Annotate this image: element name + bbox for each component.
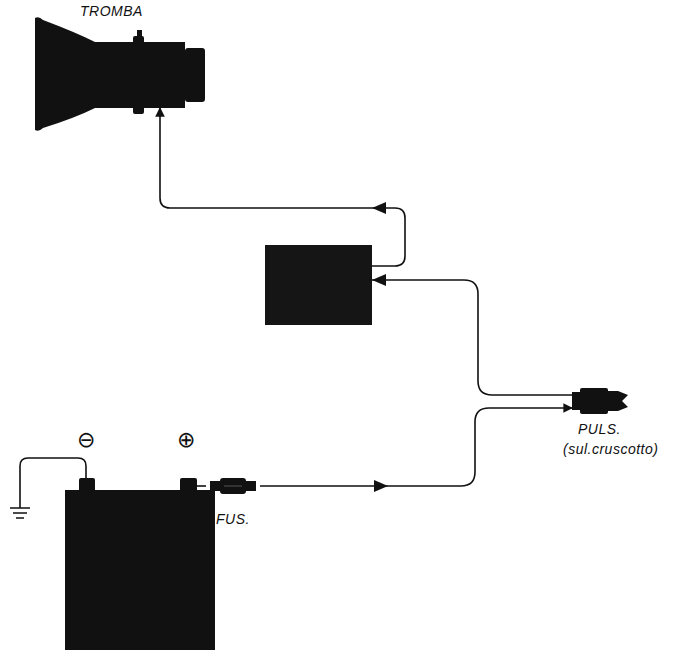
- wire: [260, 408, 572, 486]
- wire: [197, 485, 206, 487]
- flow-arrow: [372, 274, 386, 286]
- horn: TROMBA: [35, 2, 210, 132]
- part-label: (sul.cruscotto): [563, 440, 658, 458]
- ground-symbol: [10, 508, 30, 518]
- label-holder: PULS.: [578, 420, 621, 438]
- part-label: TROMBA: [80, 2, 143, 20]
- relay-box: [265, 245, 372, 325]
- part-label: PULS.: [578, 420, 621, 438]
- terminal-sign: ⊕: [177, 428, 196, 452]
- battery: ⊖⊕: [65, 428, 215, 650]
- flow-arrow: [374, 480, 388, 492]
- horn-shape: [35, 2, 210, 132]
- label-holder: ⊖: [77, 428, 96, 452]
- label-holder: (sul.cruscotto): [563, 440, 658, 458]
- flow-arrow: [372, 202, 386, 214]
- label-holder: FUS.: [216, 510, 250, 528]
- battery-shape: [65, 428, 215, 650]
- label-holder: ⊕: [177, 428, 196, 452]
- fuse: FUS.: [206, 476, 260, 530]
- terminal-sign: ⊖: [77, 428, 96, 452]
- wire: [160, 108, 572, 395]
- part-label: FUS.: [216, 510, 250, 528]
- push-button: PULS. (sul.cruscotto): [548, 380, 686, 464]
- label-holder: TROMBA: [80, 2, 143, 20]
